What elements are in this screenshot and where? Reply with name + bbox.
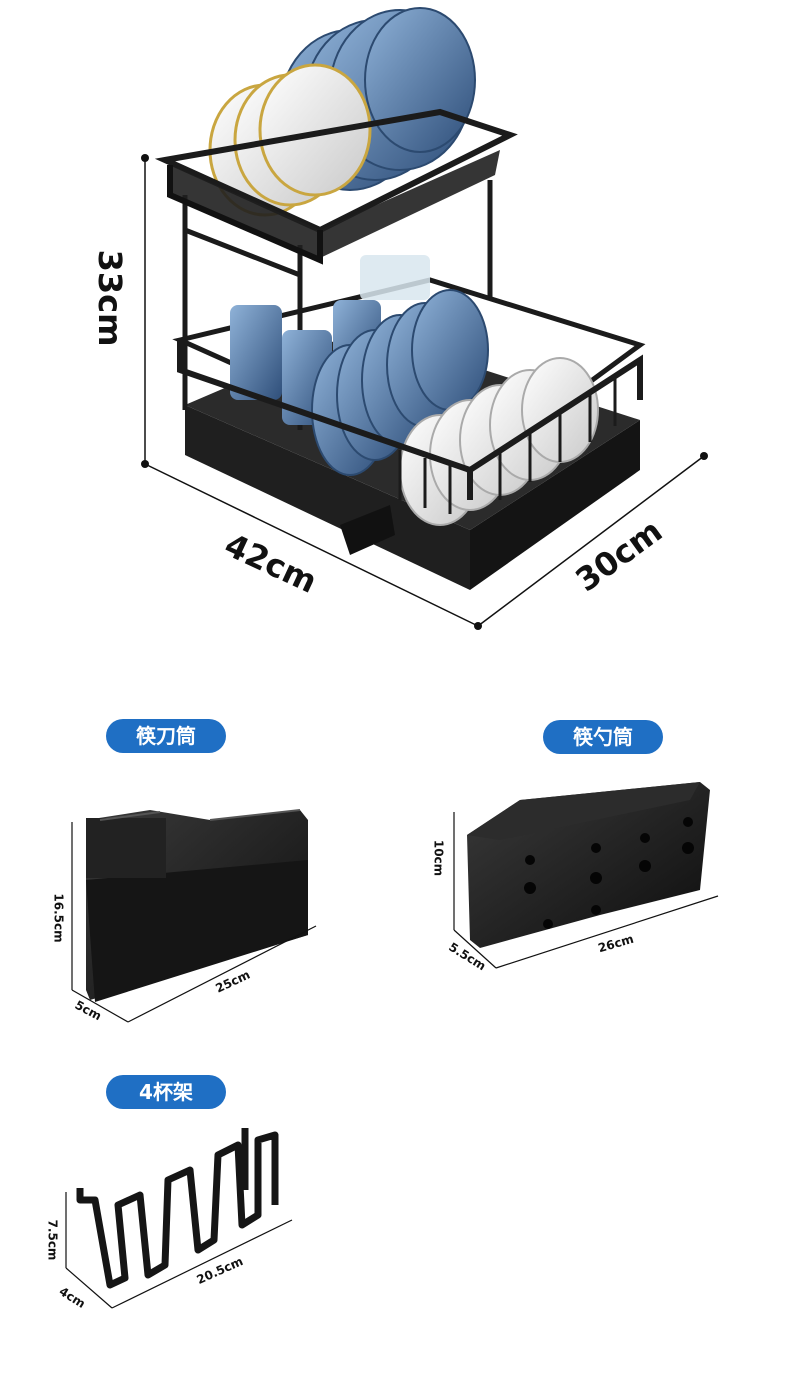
spoon-holder-image [467,782,710,948]
rack-height-label: 33cm [91,250,129,347]
rack-depth-label: 30cm [568,512,669,600]
dish-rack-image [154,7,646,590]
knife-holder-image [86,809,308,1002]
rack-width-label: 42cm [219,526,323,601]
spoon-holder-dimension-lines [453,812,719,969]
rack-dimension-lines [141,154,708,630]
knife-holder-title: 筷刀筒 [106,719,226,753]
spoon-holder-height-label: 10cm [432,840,446,876]
knife-holder-height-label: 16.5cm [52,893,66,942]
cup-holder-image [76,1128,279,1289]
lower-blue-plates [311,289,489,476]
cup-holder-height-label: 7.5cm [46,1220,60,1261]
upper-white-plates [208,63,372,217]
knife-holder-depth-label: 5cm [73,998,104,1023]
cup-holder-dimension-lines [65,1192,293,1309]
knife-holder-width-label: 25cm [213,968,252,996]
cup-holder-depth-label: 4cm [57,1284,88,1311]
cup-holder-width-label: 20.5cm [194,1254,245,1287]
spoon-holder-width-label: 26cm [596,932,635,955]
spoon-holder-title: 筷勺筒 [543,720,663,754]
cup-holder-title: 4杯架 [106,1075,226,1109]
lower-white-plates [399,357,599,526]
knife-holder-dimension-lines [71,822,317,1023]
